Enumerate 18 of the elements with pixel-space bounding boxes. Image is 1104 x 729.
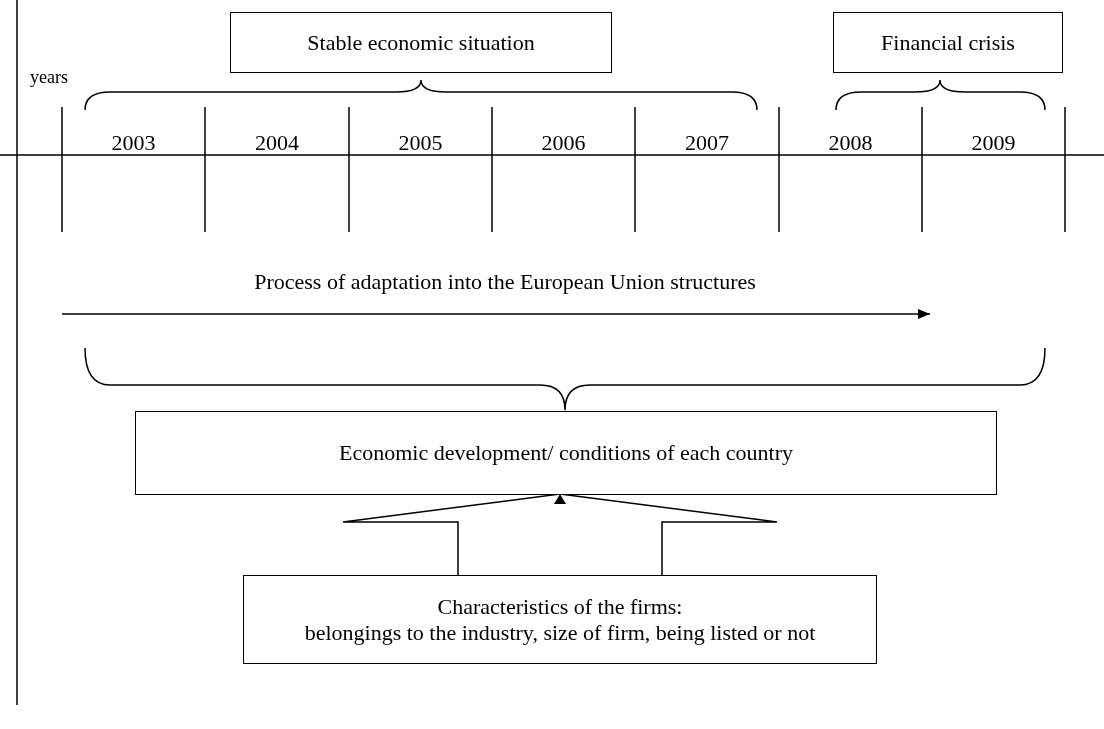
text-frame	[230, 12, 612, 73]
year-label: 2005	[398, 129, 443, 156]
axis-label: years	[30, 67, 68, 89]
arrow-caption: Process of adaptation into the European Union structures	[254, 268, 756, 295]
box-label: Stable economic situation	[307, 29, 535, 56]
text-frame	[243, 575, 877, 664]
year-label: 2004	[255, 129, 299, 156]
text-frame	[833, 12, 1063, 73]
box-label: Economic development/ conditions of each country	[339, 440, 793, 466]
box-heading: Characteristics of the firms:	[437, 593, 683, 620]
year-label: 2008	[828, 129, 873, 156]
year-label: 2003	[111, 129, 156, 156]
box-body-text: belongings to the industry, size of firm, being listed or not	[304, 619, 816, 646]
year-label: 2009	[971, 129, 1016, 156]
year-label: 2007	[685, 129, 729, 156]
box-label: Financial crisis	[881, 29, 1015, 56]
text-frame	[135, 411, 997, 495]
year-label: 2006	[541, 129, 586, 156]
